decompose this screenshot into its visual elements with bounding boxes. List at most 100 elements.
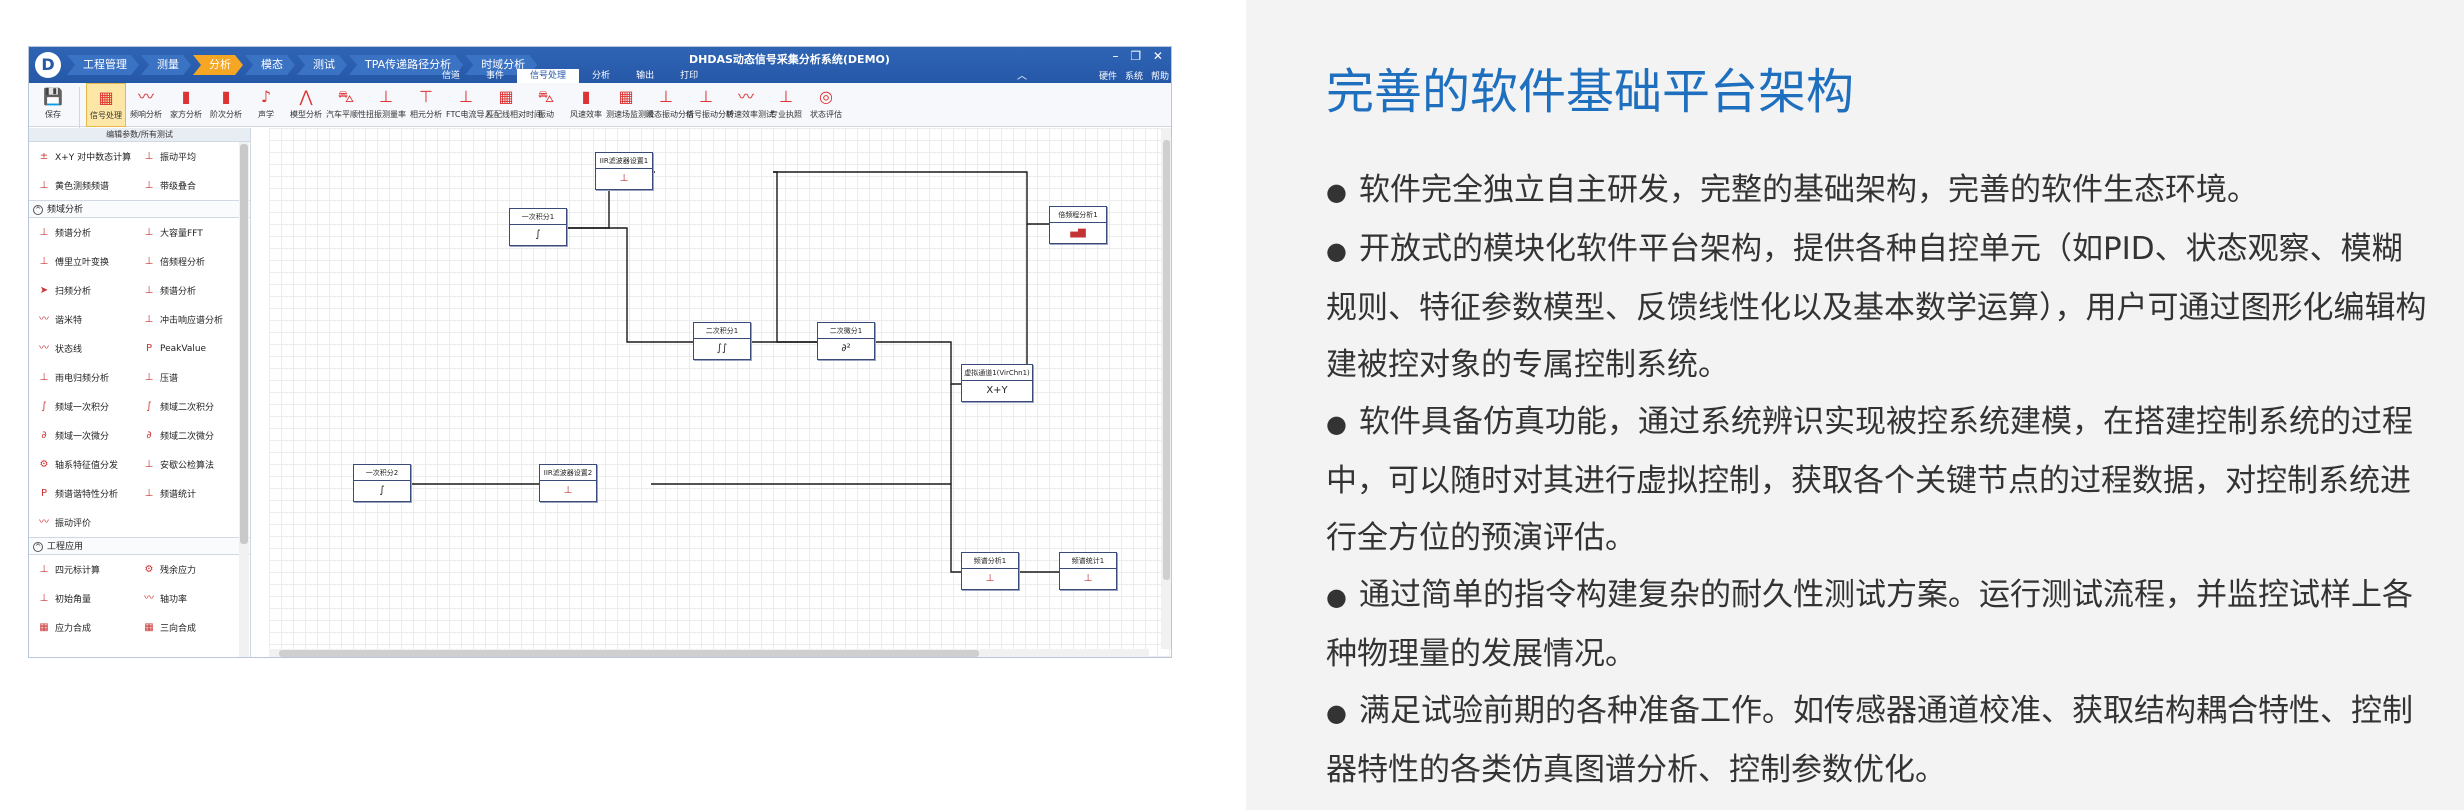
workflow-step[interactable]: 分析 [193, 55, 243, 75]
workflow-step[interactable]: 测量 [141, 55, 191, 75]
ribbon-button[interactable]: ▮阶次分析 [206, 83, 246, 127]
node-title: 一次积分1 [510, 209, 566, 225]
sidebar-item[interactable]: ⊥雨电归频分析 [29, 371, 134, 385]
ribbon-button[interactable]: ♪声学 [246, 83, 286, 127]
sidebar-item[interactable]: ⊥频谱统计 [134, 487, 239, 501]
ribbon-button-label: 匹配线相对时间 [486, 110, 542, 119]
sidebar-item[interactable]: ±X+Y 对中数态计算 [29, 150, 134, 164]
sidebar-item[interactable]: ∫频域二次积分 [134, 400, 239, 414]
sidebar-item-label: 三向合成 [160, 624, 197, 634]
chart-icon: ⊥ [144, 284, 154, 296]
sidebar-item[interactable]: ⊥四元标计算 [29, 563, 134, 577]
sidebar-scrollbar[interactable] [239, 142, 249, 657]
ribbon-button[interactable]: ⋀模型分析 [286, 83, 326, 127]
workflow-step[interactable]: 测试 [297, 55, 347, 75]
sidebar-item[interactable]: ⊥傅里立叶变换 [29, 255, 134, 269]
sidebar-item[interactable]: ⚙轴系特征值分发 [29, 458, 134, 472]
vertical-scroll-thumb[interactable] [1163, 140, 1170, 580]
sidebar-item[interactable]: ⊥频谱分析 [29, 226, 134, 240]
sidebar-item[interactable]: ⊥振动平均 [134, 150, 239, 164]
chart-icon: ⊥ [144, 226, 154, 238]
sidebar-item[interactable]: 〰状态线 [29, 342, 134, 356]
collapse-icon[interactable]: ^ [33, 205, 43, 215]
menu-tab[interactable]: 信号处理 [517, 69, 580, 83]
car-icon: ⛍ [537, 87, 555, 106]
sidebar-item[interactable]: ⊥带级叠合 [134, 179, 239, 193]
ribbon-button[interactable]: ◎状态评估 [806, 83, 846, 127]
ribbon-button[interactable]: ▮家方分析 [166, 83, 206, 127]
sidebar-item[interactable]: ⚙残余应力 [134, 563, 239, 577]
workflow-step[interactable]: 模态 [245, 55, 295, 75]
ribbon-button[interactable]: ⊤相元分析 [406, 83, 446, 127]
sidebar-item[interactable]: ⊥黄色测频频谱 [29, 179, 134, 193]
menu-tab[interactable]: 打印 [680, 71, 699, 81]
ribbon-button[interactable]: ▮风速效率 [566, 83, 606, 127]
sidebar-item[interactable]: ⊥初始角量 [29, 592, 134, 606]
ribbon-button[interactable]: ⊥信号振动分析 [686, 83, 734, 127]
sidebar-group-header[interactable]: ^工程应用 [29, 537, 250, 555]
node-octave-analysis-1[interactable]: 倍频程分析1 ▄▆ [1049, 206, 1107, 244]
flow-canvas[interactable]: 一次积分1 ∫ IIR滤波器设置1 ⊥ 二次积分1 ∫∫ 二次微分1 ∂² 虚拟… [269, 128, 1171, 657]
ribbon-button[interactable]: ⊥FTC电流导入 [446, 83, 492, 127]
sidebar-item-label: 轴功率 [160, 595, 188, 605]
menu-tab[interactable]: 分析 [592, 71, 611, 81]
node-spectrum-analysis-1[interactable]: 频谱分析1 ⊥ [961, 552, 1019, 590]
sidebar-item[interactable]: ▦应力合成 [29, 621, 134, 635]
horizontal-scroll-thumb[interactable] [279, 650, 979, 657]
user-menu-item[interactable]: 帮助 [1150, 72, 1169, 82]
ribbon-button[interactable]: ▦匹配线相对时间 [486, 83, 542, 127]
sidebar-item[interactable]: ⊥大容量FFT [134, 226, 239, 240]
node-title: IIR滤波器设置2 [540, 465, 596, 481]
ribbon-button[interactable]: ⊥专业执照 [766, 83, 806, 127]
ribbon-button[interactable]: ▦信号处理 [86, 83, 126, 127]
sidebar-item[interactable]: ⊥压谱 [134, 371, 239, 385]
sidebar-item[interactable]: ⊥冲击响应谱分析 [134, 313, 239, 327]
feature-text: 行全方位的预演评估。 [1326, 520, 1636, 556]
sidebar-item[interactable]: 〰谐米特 [29, 313, 134, 327]
node-double-diff-1[interactable]: 二次微分1 ∂² [817, 322, 875, 360]
ribbon-button[interactable]: 〰频响分析 [126, 83, 166, 127]
node-iir-filter-2[interactable]: IIR滤波器设置2 ⊥ [539, 464, 597, 502]
node-integral-1[interactable]: 一次积分1 ∫ [509, 208, 567, 246]
sidebar-group-header[interactable]: ^频域分析 [29, 200, 250, 218]
ribbon-button[interactable]: ▦测速场监测法 [606, 83, 654, 127]
sidebar-item[interactable]: ∂频域二次微分 [134, 429, 239, 443]
node-double-integral-1[interactable]: 二次积分1 ∫∫ [693, 322, 751, 360]
menu-tab[interactable]: 输出 [636, 71, 655, 81]
menu-tab[interactable]: 信道 [442, 71, 461, 81]
ribbon-button[interactable]: ⛍振动 [526, 83, 566, 127]
node-integral-2[interactable]: 一次积分2 ∫ [353, 464, 411, 502]
sidebar-scroll-thumb[interactable] [240, 144, 248, 544]
sidebar-item[interactable]: ⊥倍频程分析 [134, 255, 239, 269]
collapse-icon[interactable]: ^ [33, 542, 43, 552]
ribbon-collapse-icon[interactable]: ︿ [1017, 71, 1027, 82]
canvas-vertical-scrollbar[interactable] [1161, 128, 1171, 649]
sidebar-item[interactable]: ∫频域一次积分 [29, 400, 134, 414]
user-menu-item[interactable]: 硬件 [1098, 72, 1117, 82]
sidebar-item[interactable]: ➤扫频分析 [29, 284, 134, 298]
app-title: DHDAS动态信号采集分析系统(DEMO) [689, 53, 890, 66]
sidebar-item[interactable]: 〰轴功率 [134, 592, 239, 606]
ribbon-button[interactable]: ⛍汽车平顺性 [326, 83, 366, 127]
ribbon-button[interactable]: ⊥瞬态振动分析 [646, 83, 694, 127]
diff-icon: ∂ [41, 429, 47, 441]
sidebar-item[interactable]: ⊥频谱分析 [134, 284, 239, 298]
menu-tab[interactable]: 事件 [486, 71, 505, 81]
ribbon-button[interactable]: 💾保存 [33, 83, 73, 127]
node-spectrum-stats-1[interactable]: 频谱统计1 ⊥ [1059, 552, 1117, 590]
node-virtual-channel-1[interactable]: 虚拟通道1(VirChn1) X+Y [961, 364, 1033, 402]
ribbon-button[interactable]: ⊥扭振测量率 [366, 83, 406, 127]
window-controls[interactable]: – ❐ ✕ [1112, 49, 1167, 63]
sidebar-item[interactable]: ▦三向合成 [134, 621, 239, 635]
node-iir-filter-1[interactable]: IIR滤波器设置1 ⊥ [595, 152, 653, 190]
sidebar-item[interactable]: 〰振动评价 [29, 516, 134, 530]
sidebar-item[interactable]: ⊥安歇公检算法 [134, 458, 239, 472]
canvas-horizontal-scrollbar[interactable] [269, 649, 1149, 657]
user-menu-item[interactable]: 系统 [1124, 72, 1143, 82]
sidebar-item[interactable]: ∂频域一次微分 [29, 429, 134, 443]
workflow-step[interactable]: 工程管理 [67, 55, 139, 75]
workflow-step[interactable]: TPA传递路径分析 [349, 55, 463, 75]
ribbon-button[interactable]: 〰转速效率测试 [726, 83, 774, 127]
